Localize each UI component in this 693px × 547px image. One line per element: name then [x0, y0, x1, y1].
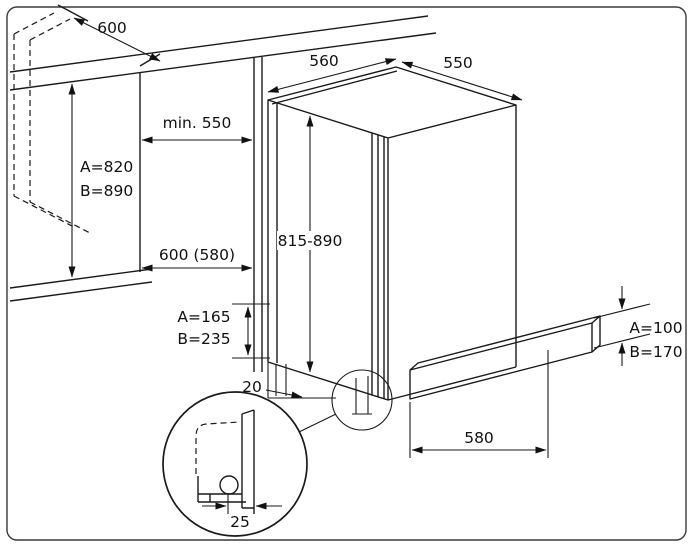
- dim-plinth-clearance: A=165 B=235: [177, 303, 270, 359]
- dim-label-plinth-recess: 580: [464, 429, 494, 447]
- hidden-edge-lines: [13, 12, 91, 234]
- niche: [9, 57, 263, 372]
- dim-label-foot-offset: 25: [230, 513, 250, 531]
- dim-label-plinth-panel-height-b: B=170: [629, 343, 682, 361]
- dim-label-niche-height-b: B=890: [80, 182, 133, 200]
- dim-label-appliance-depth: 560: [309, 52, 339, 70]
- niche-edge-lines: [9, 57, 263, 372]
- dim-base-depth: 600 (580): [141, 246, 253, 272]
- dim-ext-plinth-recess: [409, 350, 549, 458]
- dim-appliance-width: 550: [401, 54, 523, 101]
- dim-label-gap: 20: [242, 378, 262, 396]
- dim-gap: 20: [242, 378, 303, 399]
- detail-callout: [162, 369, 393, 537]
- dim-label-plinth-panel-height-a: A=100: [629, 319, 682, 337]
- dim-niche-height: A=820 B=890: [68, 83, 133, 278]
- dim-label-appliance-width: 550: [443, 54, 473, 72]
- dim-foot-offset: 25: [202, 494, 282, 531]
- detail-leader-line: [298, 413, 337, 433]
- dim-niche-depth: min. 550: [141, 114, 253, 144]
- dim-line-worktop-depth: [73, 17, 161, 62]
- dimensions: 600 min. 550 A=820 B=890 600 (580) 560: [68, 17, 683, 531]
- dim-line-appliance-width: [401, 61, 523, 101]
- detail-marker-circle: [331, 369, 393, 431]
- plinth-panel-edges: [409, 315, 601, 400]
- detail-foot-roller: [219, 475, 239, 495]
- dim-ticks-plinth-panel-height: [593, 303, 651, 349]
- hidden-cabinet-edges: [13, 12, 91, 234]
- dim-label-niche-height-a: A=820: [80, 158, 133, 176]
- dim-appliance-depth: 560: [267, 52, 397, 93]
- diagram-border: [6, 6, 687, 541]
- door-gap-lines: [276, 102, 385, 399]
- plinth-panel: [409, 315, 601, 400]
- dim-leader-gap: [265, 389, 303, 399]
- dim-worktop-depth: 600: [73, 17, 161, 62]
- dim-ticks-plinth-clearance: [232, 303, 270, 359]
- worktop-edge-lines: [9, 4, 437, 91]
- dim-label-appliance-height: 815-890: [278, 232, 343, 250]
- dim-plinth-recess: 580: [409, 350, 549, 458]
- dim-label-plinth-clearance-a: A=165: [177, 308, 230, 326]
- worktop: [9, 4, 437, 91]
- dim-plinth-panel-height: A=100 B=170: [593, 286, 683, 366]
- detail-door-outline-dashed: [195, 421, 241, 474]
- appliance-feet: [267, 362, 372, 415]
- dim-label-base-depth: 600 (580): [159, 246, 235, 264]
- dim-label-plinth-clearance-b: B=235: [177, 330, 230, 348]
- dim-label-bg-appliance-height: [277, 231, 343, 250]
- detail-foot-drawing: [197, 409, 255, 514]
- dim-line-appliance-depth: [267, 58, 397, 93]
- dim-appliance-height: 815-890: [277, 115, 343, 373]
- dim-label-worktop-depth: 600: [97, 19, 127, 37]
- detail-circle: [162, 391, 308, 537]
- dim-label-niche-depth: min. 550: [163, 114, 232, 132]
